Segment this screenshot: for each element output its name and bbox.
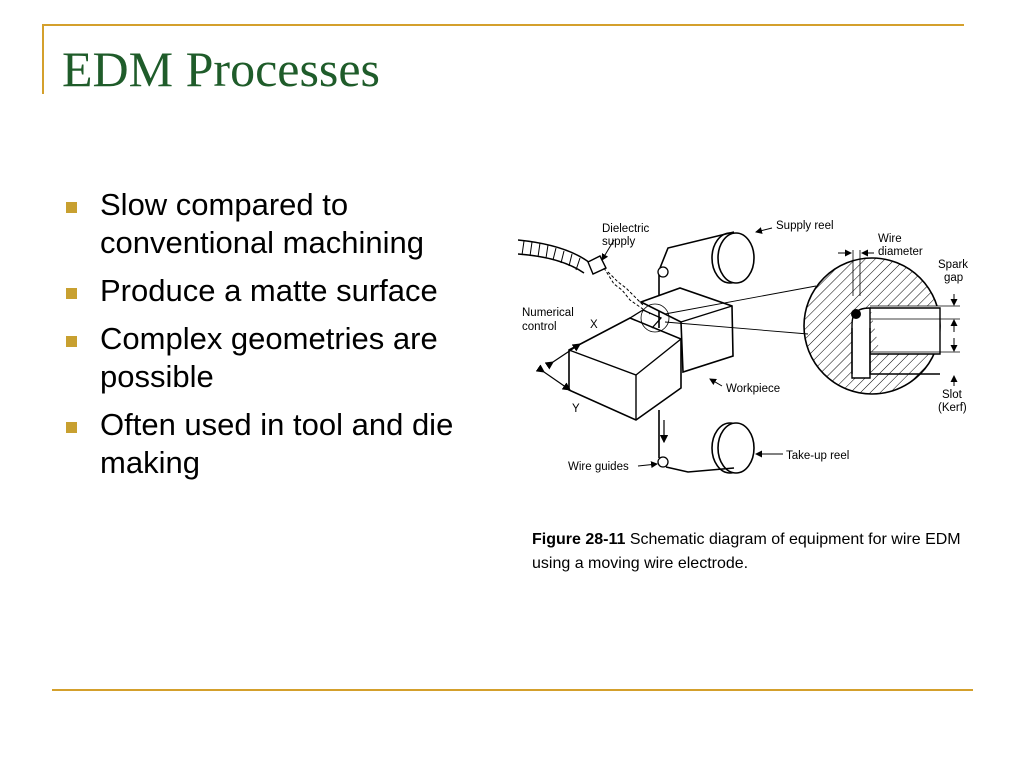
dielectric-hose <box>517 239 651 315</box>
label-dielectric-line1: Dielectric <box>602 223 650 235</box>
kerf-detail-drawing <box>664 249 960 395</box>
label-slot-line1: Slot <box>942 389 963 401</box>
bullet-text: Slow compared to conventional machining <box>100 187 424 260</box>
footer-rule <box>52 689 973 691</box>
figure-number: Figure 28-11 <box>532 531 626 548</box>
label-wire-line1: Wire <box>878 233 902 245</box>
label-spark-line1: Spark <box>938 259 968 271</box>
left-frame-rule <box>42 24 44 94</box>
bullet-text: Produce a matte surface <box>100 273 438 308</box>
supply-reel-drawing <box>657 231 755 316</box>
bullet-item: Slow compared to conventional machining <box>62 186 502 262</box>
label-numerical-line2: control <box>522 321 557 333</box>
figure-caption: Figure 28-11 Schematic diagram of equipm… <box>532 528 972 576</box>
bullet-marker-icon <box>66 288 77 299</box>
label-wire-line2: diameter <box>878 246 923 258</box>
bullet-item: Complex geometries are possible <box>62 320 502 396</box>
label-takeup-reel: Take-up reel <box>786 450 849 462</box>
figure-caption-text: Schematic diagram of equipment for wire … <box>532 531 961 572</box>
bullet-list: Slow compared to conventional machining … <box>62 186 502 492</box>
bullet-item: Produce a matte surface <box>62 272 502 310</box>
label-slot-line2: (Kerf) <box>938 402 967 414</box>
label-spark-line2: gap <box>944 272 963 284</box>
leader-lines <box>601 227 783 469</box>
label-x-axis: X <box>590 319 598 331</box>
top-frame-rule <box>42 24 964 26</box>
label-dielectric-line2: supply <box>602 236 635 248</box>
wire-edm-diagram: Dielectric supply Supply reel Wire diame… <box>517 210 978 485</box>
bullet-text: Complex geometries are possible <box>100 321 438 394</box>
bullet-item: Often used in tool and die making <box>62 406 502 482</box>
bullet-marker-icon <box>66 202 77 213</box>
label-supply-reel: Supply reel <box>776 220 834 232</box>
bullet-marker-icon <box>66 422 77 433</box>
takeup-reel-drawing <box>657 410 755 474</box>
bullet-marker-icon <box>66 336 77 347</box>
slide-title: EDM Processes <box>62 41 381 97</box>
label-numerical-line1: Numerical <box>522 307 574 319</box>
workpiece-drawing <box>535 287 734 421</box>
bullet-text: Often used in tool and die making <box>100 407 454 480</box>
label-wire-guides: Wire guides <box>568 461 629 473</box>
label-y-axis: Y <box>572 403 580 415</box>
label-workpiece: Workpiece <box>726 383 780 395</box>
